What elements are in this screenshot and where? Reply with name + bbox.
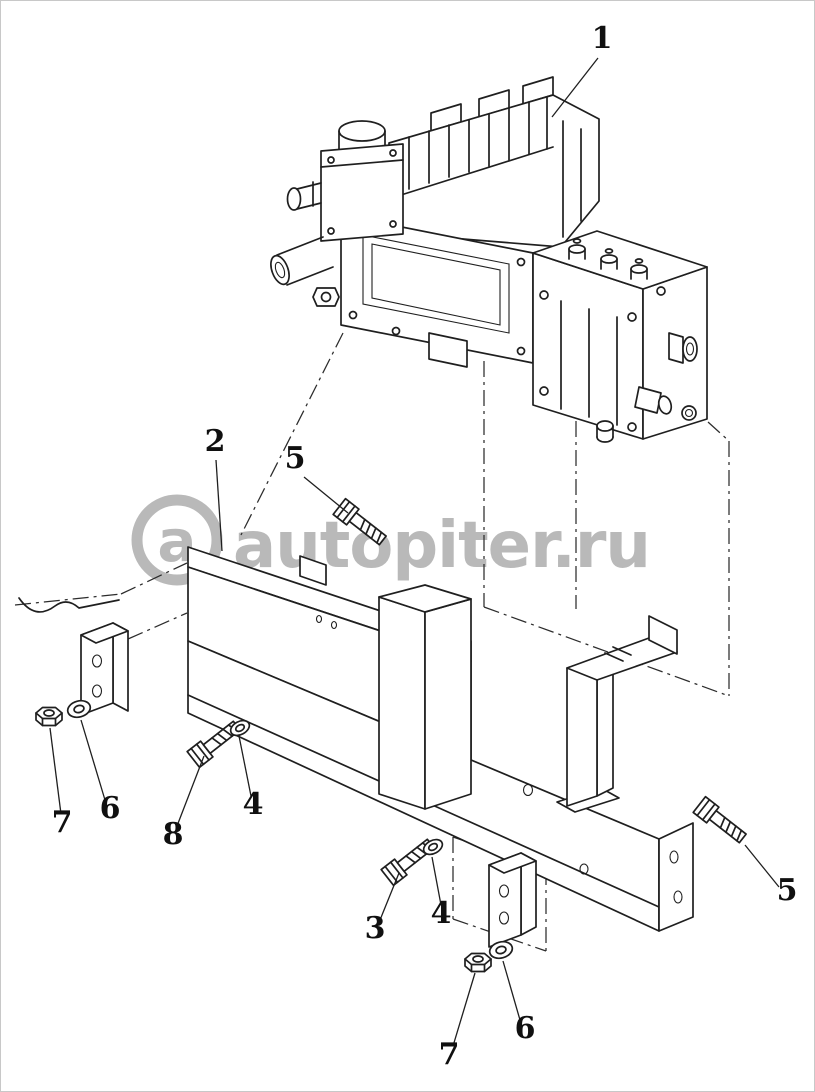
callout-label-4: 4 bbox=[431, 896, 452, 931]
side-fittings bbox=[270, 181, 340, 307]
leader-line-4 bbox=[238, 735, 252, 797]
callout-label-6: 6 bbox=[100, 791, 121, 826]
leader-line-7 bbox=[452, 972, 476, 1047]
washer-4-left bbox=[229, 719, 251, 737]
valve-cover bbox=[388, 76, 600, 248]
leader-line-7 bbox=[49, 727, 62, 815]
callout-label-8: 8 bbox=[163, 817, 184, 852]
watermark-text: autopiter.ru bbox=[233, 509, 650, 583]
nut-7-left bbox=[35, 706, 63, 727]
callout-label-5: 5 bbox=[285, 441, 306, 476]
center-channel bbox=[378, 584, 472, 810]
washer-6-bottom bbox=[488, 940, 514, 960]
top-fitting bbox=[568, 238, 586, 260]
leader-line-1 bbox=[551, 57, 599, 118]
callout-label-7: 7 bbox=[52, 805, 73, 840]
hardware bbox=[35, 497, 747, 973]
washer-6-left bbox=[66, 699, 92, 719]
callout-label-5: 5 bbox=[777, 873, 798, 908]
phantom-lines bbox=[14, 332, 730, 952]
leader-line-5 bbox=[303, 476, 349, 514]
callout-label-4: 4 bbox=[243, 787, 264, 822]
bolt-5-right bbox=[692, 795, 747, 844]
washer-4-right bbox=[422, 838, 444, 856]
callout-label-1: 1 bbox=[592, 21, 613, 56]
leader-line-5 bbox=[744, 844, 780, 888]
left-housing bbox=[320, 120, 404, 242]
right-support bbox=[556, 615, 678, 813]
leader-line-3 bbox=[379, 872, 400, 921]
leader-line-8 bbox=[176, 755, 205, 827]
callout-label-7: 7 bbox=[439, 1037, 460, 1072]
bracket-end-cap bbox=[658, 822, 694, 932]
governor-housing bbox=[532, 230, 708, 443]
leader-line-2 bbox=[215, 459, 223, 552]
leader-line-4 bbox=[431, 856, 442, 906]
leader-line-6 bbox=[502, 960, 521, 1021]
callout-label-3: 3 bbox=[365, 911, 386, 946]
pump-body bbox=[340, 214, 534, 368]
top-fitting bbox=[600, 248, 618, 270]
frame-break-line bbox=[18, 597, 120, 613]
pump-assembly bbox=[270, 76, 708, 443]
leader-line-6 bbox=[80, 719, 106, 801]
nut-7-bottom bbox=[464, 952, 492, 973]
left-clip-bracket bbox=[80, 622, 129, 716]
bottom-clip-bracket bbox=[488, 852, 537, 948]
callout-label-2: 2 bbox=[205, 424, 226, 459]
top-fitting bbox=[630, 258, 648, 280]
mounting-bracket bbox=[80, 546, 694, 948]
bracket-top-tab bbox=[299, 555, 327, 586]
callout-label-6: 6 bbox=[515, 1011, 536, 1046]
